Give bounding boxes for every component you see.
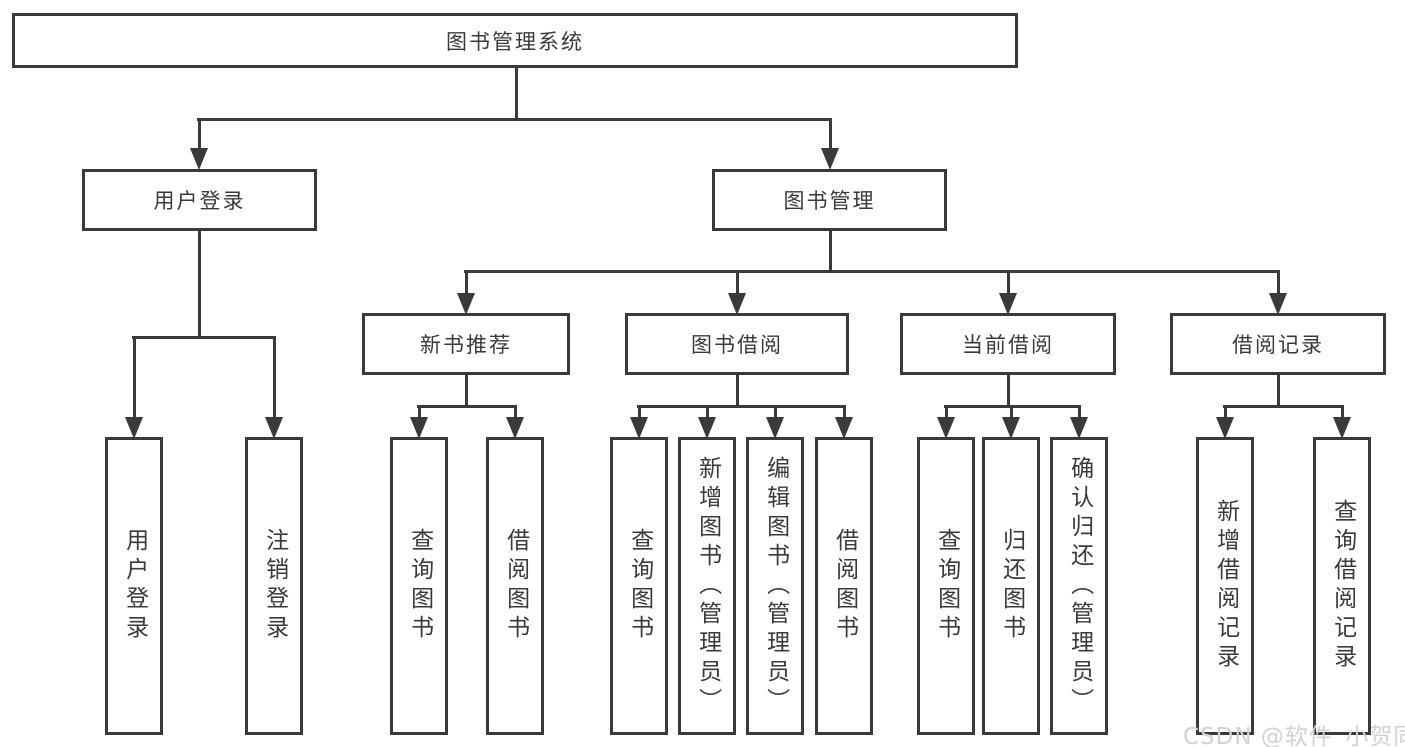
connector-line (132, 336, 275, 339)
connector-line (944, 405, 1081, 408)
connector-line (774, 405, 777, 421)
connector-line (1010, 405, 1013, 421)
leaf-query-borrow-record-label: 查询借阅记录 (1329, 499, 1356, 673)
leaf-add-borrow-record-label: 新增借阅记录 (1212, 499, 1239, 673)
arrowhead-down-icon (630, 417, 648, 439)
connector-line (736, 270, 739, 296)
leaf-return-books-label: 归还图书 (998, 528, 1025, 644)
connector-line (198, 231, 201, 338)
node-book-borrow: 图书借阅 (625, 313, 849, 375)
arrowhead-down-icon (410, 417, 428, 439)
node-new-book-recommend: 新书推荐 (362, 313, 570, 375)
connector-line (843, 405, 846, 421)
connector-line (198, 118, 201, 152)
arrowhead-down-icon (1070, 417, 1088, 439)
arrowhead-down-icon (506, 417, 524, 439)
connector-line (133, 336, 136, 420)
leaf-query-books-label: 查询图书 (626, 528, 653, 644)
arrowhead-down-icon (1333, 417, 1351, 439)
connector-line (464, 270, 1279, 273)
connector-line (197, 118, 831, 121)
leaf-edit-book-admin: 编辑图书（管理员） (746, 437, 804, 735)
connector-line (736, 373, 739, 408)
connector-line (829, 231, 832, 272)
connector-line (465, 270, 468, 296)
leaf-borrow-books: 借阅图书 (815, 437, 873, 735)
leaf-edit-book-admin-label: 编辑图书（管理员） (762, 455, 789, 717)
node-current-borrow: 当前借阅 (900, 313, 1116, 375)
connector-line (1277, 373, 1280, 408)
leaf-query-books: 查询图书 (917, 437, 975, 735)
leaf-query-books-label: 查询图书 (406, 528, 433, 644)
node-book-borrow-label: 图书借阅 (691, 333, 783, 357)
node-new-book-recommend-label: 新书推荐 (420, 333, 512, 357)
node-borrow-records-label: 借阅记录 (1232, 333, 1324, 357)
leaf-add-borrow-record: 新增借阅记录 (1196, 437, 1254, 735)
arrowhead-down-icon (698, 417, 716, 439)
leaf-confirm-return-admin-label: 确认归还（管理员） (1066, 455, 1093, 717)
arrowhead-down-icon (190, 148, 208, 170)
connector-line (706, 405, 709, 421)
node-user-login-label: 用户登录 (153, 189, 246, 213)
connector-line (638, 405, 641, 421)
leaf-borrow-books: 借阅图书 (486, 437, 544, 735)
connector-line (1224, 405, 1227, 421)
arrowhead-down-icon (999, 293, 1017, 315)
leaf-query-books: 查询图书 (610, 437, 668, 735)
arrowhead-down-icon (457, 293, 475, 315)
node-book-management-label: 图书管理 (783, 189, 876, 213)
connector-line (1007, 270, 1010, 296)
connector-line (1007, 373, 1010, 408)
connector-line (1223, 405, 1344, 408)
arrowhead-down-icon (728, 293, 746, 315)
connector-line (637, 405, 846, 408)
connector-line (465, 373, 468, 408)
arrowhead-down-icon (125, 417, 143, 439)
arrowhead-down-icon (265, 417, 283, 439)
node-current-borrow-label: 当前借阅 (962, 333, 1054, 357)
leaf-query-books-label: 查询图书 (933, 528, 960, 644)
leaf-user-login: 用户登录 (105, 437, 163, 735)
connector-line (418, 405, 421, 421)
connector-line (1341, 405, 1344, 421)
node-book-management: 图书管理 (712, 169, 947, 231)
leaf-logout-label: 注销登录 (261, 528, 288, 644)
leaf-add-book-admin-label: 新增图书（管理员） (694, 455, 721, 717)
arrowhead-down-icon (1002, 417, 1020, 439)
node-user-login: 用户登录 (82, 169, 317, 231)
node-root-book-management-system: 图书管理系统 (12, 13, 1018, 68)
connector-line (273, 336, 276, 420)
arrowhead-down-icon (1269, 293, 1287, 315)
connector-line (1277, 270, 1280, 296)
leaf-add-book-admin: 新增图书（管理员） (678, 437, 736, 735)
leaf-confirm-return-admin: 确认归还（管理员） (1050, 437, 1108, 735)
connector-line (945, 405, 948, 421)
node-borrow-records: 借阅记录 (1170, 313, 1386, 375)
leaf-borrow-books-label: 借阅图书 (502, 528, 529, 644)
leaf-query-borrow-record: 查询借阅记录 (1313, 437, 1371, 735)
arrowhead-down-icon (1216, 417, 1234, 439)
leaf-borrow-books-label: 借阅图书 (831, 528, 858, 644)
leaf-return-books: 归还图书 (982, 437, 1040, 735)
connector-line (1078, 405, 1081, 421)
leaf-logout: 注销登录 (245, 437, 303, 735)
csdn-watermark: CSDN @软件_小贺同学 (1183, 724, 1405, 747)
connector-line (829, 118, 832, 152)
arrowhead-down-icon (766, 417, 784, 439)
connector-line (514, 405, 517, 421)
leaf-user-login-label: 用户登录 (121, 528, 148, 644)
node-root-label: 图书管理系统 (446, 29, 584, 54)
leaf-query-books: 查询图书 (390, 437, 448, 735)
connector-line (515, 68, 518, 120)
connector-line (417, 405, 517, 408)
arrowhead-down-icon (821, 148, 839, 170)
arrowhead-down-icon (835, 417, 853, 439)
arrowhead-down-icon (937, 417, 955, 439)
